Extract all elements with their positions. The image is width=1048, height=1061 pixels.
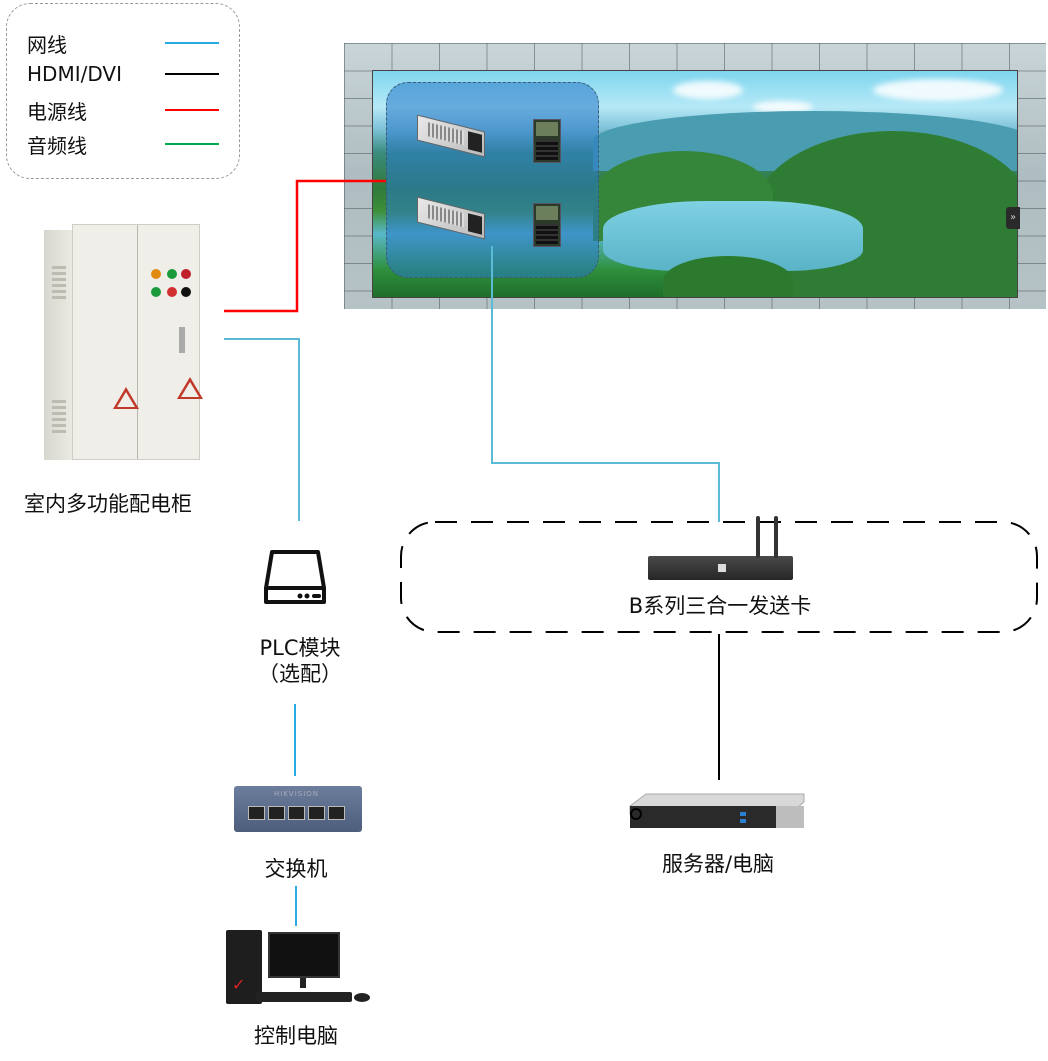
plc-label: PLC模块	[259, 636, 341, 660]
cabinet-front	[72, 224, 203, 460]
receiving-card-icon	[533, 203, 561, 247]
network-line-cabinet-plc	[224, 338, 300, 521]
indicator-green	[167, 269, 177, 279]
cabinet-side	[44, 230, 74, 460]
legend-label: 电源线	[27, 99, 87, 124]
sender-label: B系列三合一发送卡	[628, 594, 812, 618]
cloud	[873, 79, 1003, 101]
legend-item-power: 电源线	[27, 95, 227, 125]
warning-sign-icon	[177, 377, 203, 399]
button-green	[151, 287, 161, 297]
legend-label: 音频线	[27, 133, 87, 158]
legend-swatch-hdmi	[165, 73, 219, 75]
switch-label: 交换机	[264, 857, 328, 881]
legend: 网线 HDMI/DVI 电源线 音频线	[6, 3, 240, 179]
indicator-red	[181, 269, 191, 279]
network-line-screen-sender	[491, 246, 720, 522]
receiver-group	[386, 82, 599, 278]
keyboard-icon	[256, 992, 352, 1002]
legend-swatch-network	[165, 42, 219, 44]
expand-tab-icon[interactable]: »	[1006, 207, 1020, 229]
pc-tower-icon: ✓	[226, 930, 262, 1004]
legend-item-audio: 音频线	[27, 129, 227, 159]
server-icon	[629, 793, 805, 828]
power-line	[224, 179, 386, 313]
plc-module-icon	[264, 550, 326, 604]
power-button	[718, 564, 726, 572]
receiving-card-icon	[533, 119, 561, 163]
switch-brand: HIKVISION	[274, 790, 320, 798]
monitor-stand	[300, 978, 306, 988]
network-switch-icon: HIKVISION	[234, 786, 362, 832]
indicator-orange	[151, 269, 161, 279]
cabinet-label: 室内多功能配电柜	[24, 492, 192, 516]
legend-item-hdmi: HDMI/DVI	[27, 59, 227, 89]
selector-switch	[181, 287, 191, 297]
legend-label: HDMI/DVI	[27, 62, 122, 86]
mouse-icon	[354, 993, 370, 1002]
distribution-cabinet	[44, 224, 203, 460]
door-handle	[179, 327, 185, 353]
sender-device-icon	[648, 516, 793, 580]
control-pc-label: 控制电脑	[254, 1024, 338, 1048]
cloud	[753, 101, 813, 113]
server-label: 服务器/电脑	[661, 852, 775, 876]
legend-swatch-power	[165, 109, 219, 111]
foreground-island	[663, 256, 793, 297]
legend-swatch-audio	[165, 143, 219, 145]
cloud	[673, 81, 743, 99]
warning-sign-icon	[113, 387, 139, 409]
antenna	[774, 516, 778, 558]
plc-optional-label: （选配）	[258, 662, 342, 686]
button-red	[167, 287, 177, 297]
legend-item-network: 网线	[27, 28, 227, 58]
antenna	[756, 516, 760, 558]
legend-label: 网线	[27, 32, 67, 57]
monitor-icon	[268, 932, 340, 978]
